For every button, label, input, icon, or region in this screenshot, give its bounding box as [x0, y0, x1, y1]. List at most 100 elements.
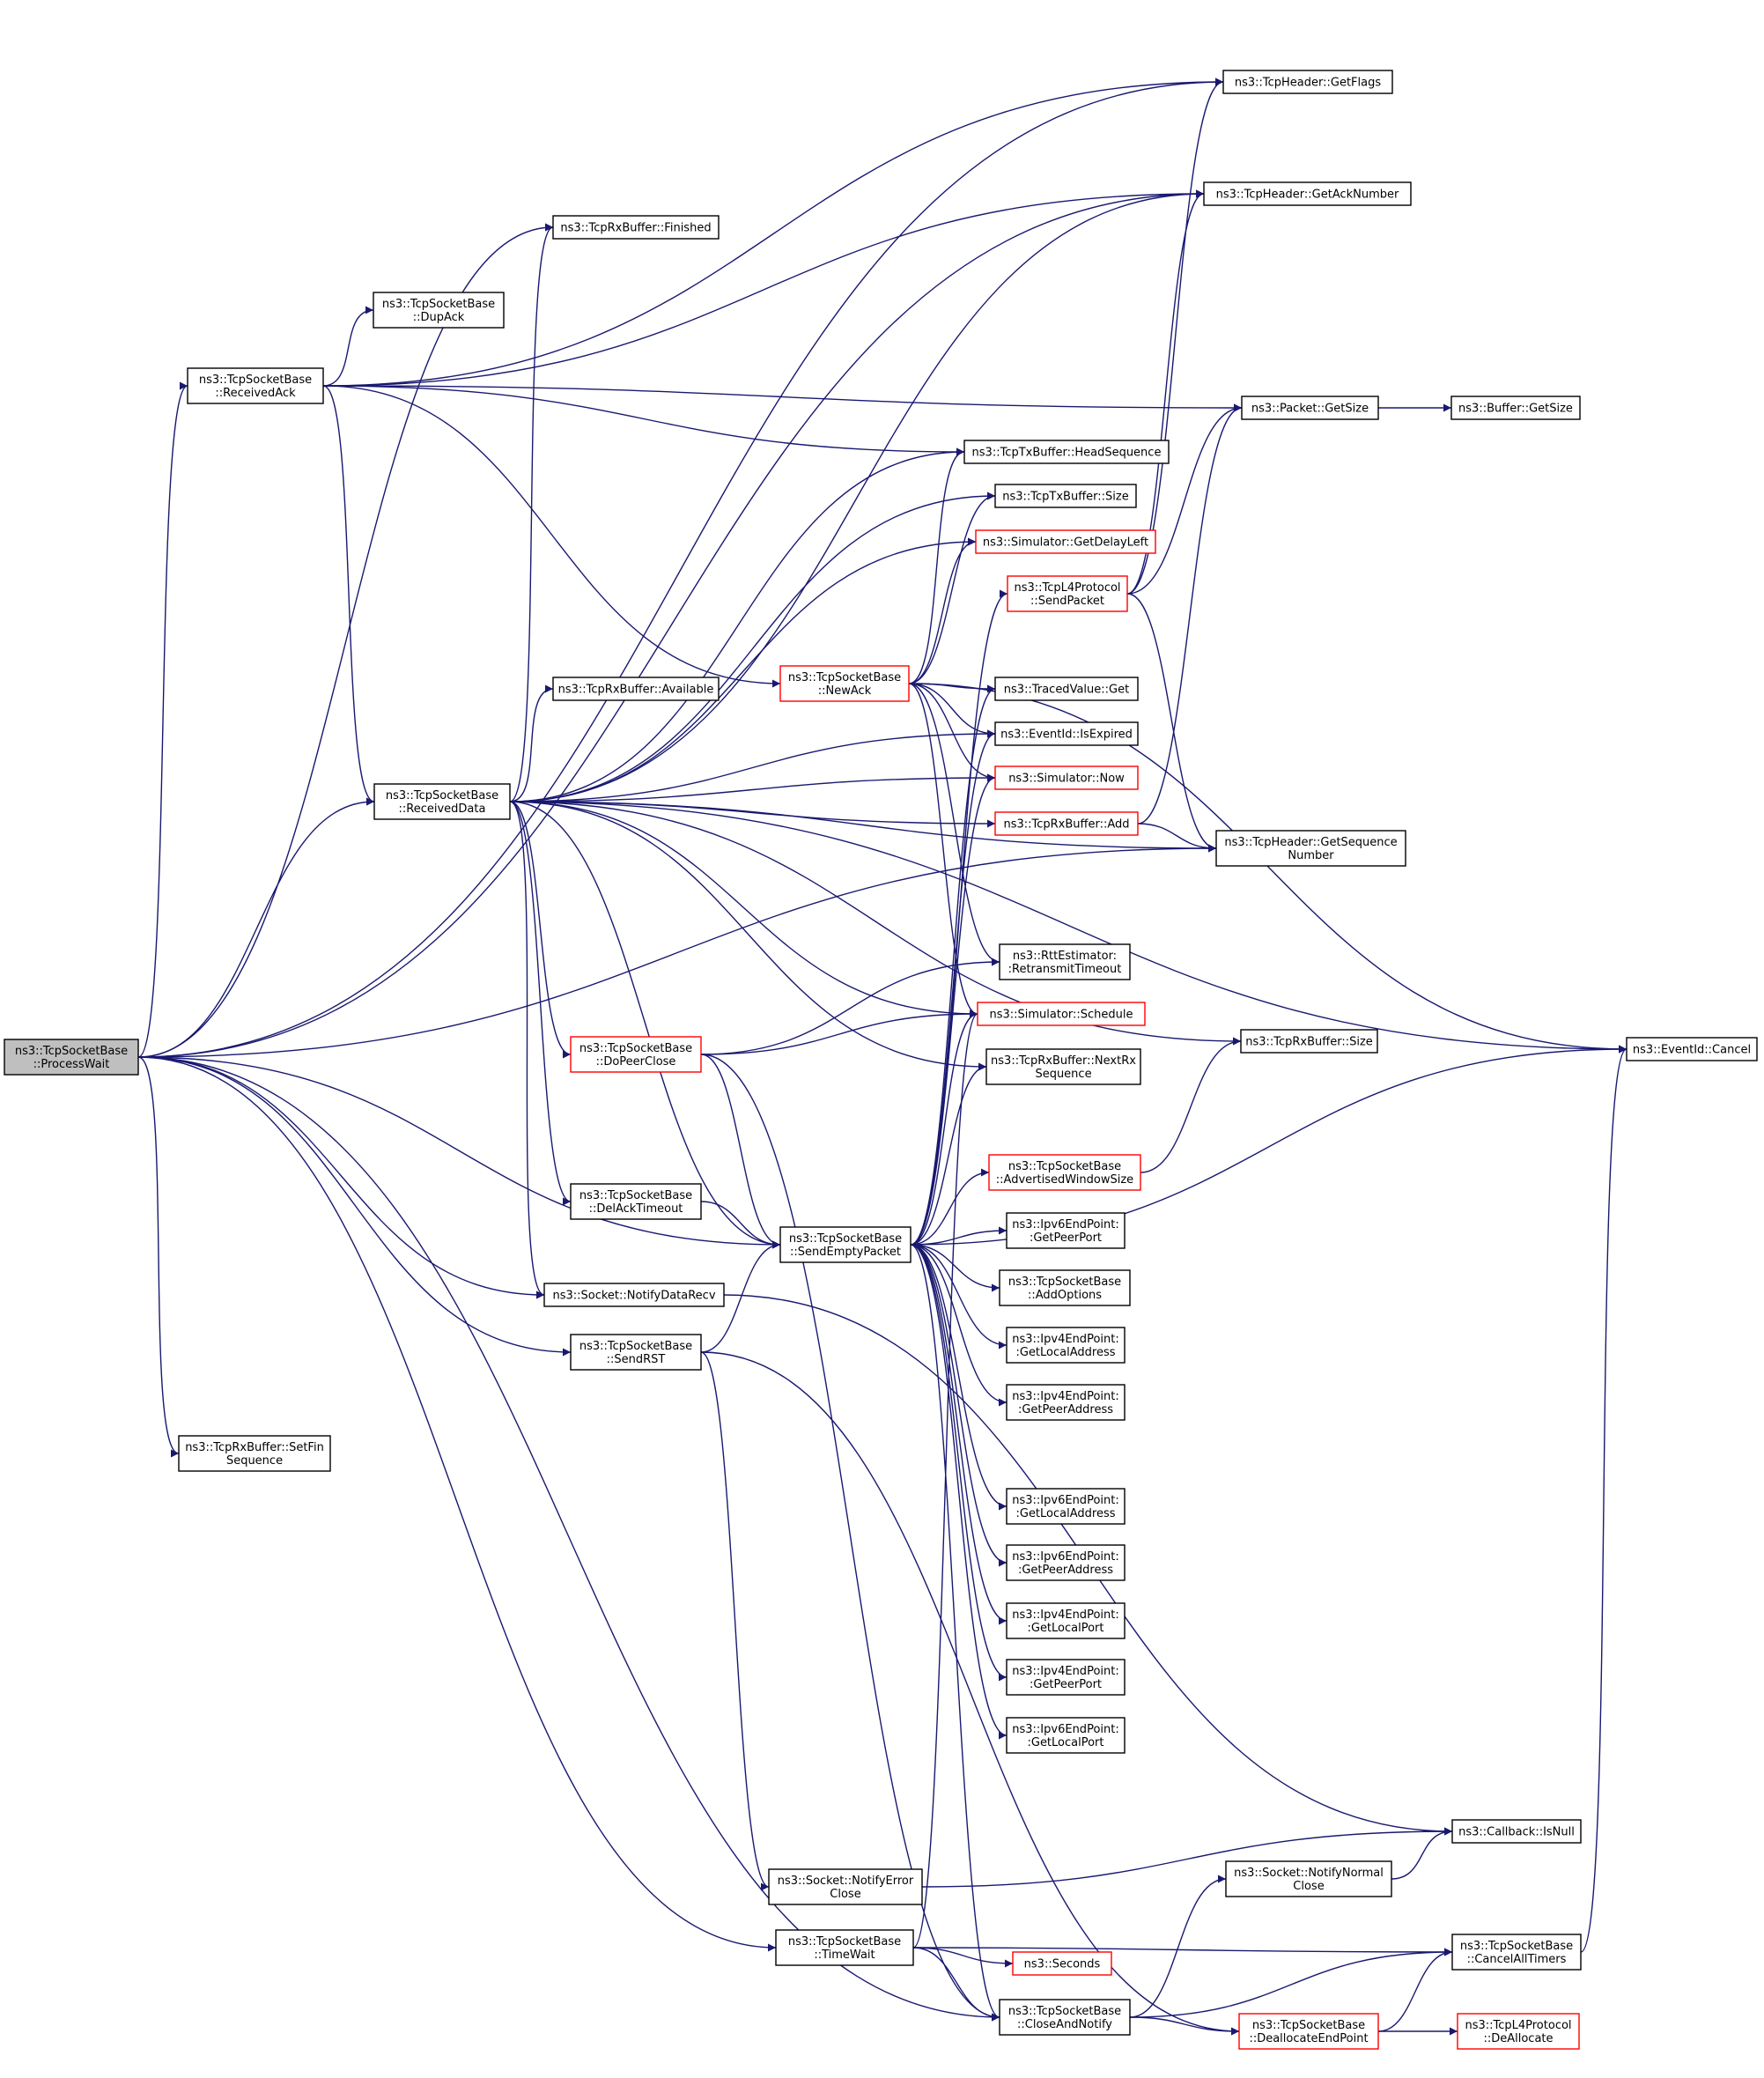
- node-box-packet-getsize[interactable]: [1241, 396, 1379, 420]
- node-box-tcpheader-getsequencenumber[interactable]: [1215, 830, 1406, 867]
- node-simulator-now[interactable]: ns3::Simulator::Now: [994, 765, 1139, 790]
- node-advertisedwindowsize[interactable]: ns3::TcpSocketBase::AdvertisedWindowSize: [988, 1154, 1141, 1191]
- node-box-tcpl4-deallocate[interactable]: [1457, 2013, 1580, 2050]
- node-tcpheader-getacknumber[interactable]: ns3::TcpHeader::GetAckNumber: [1203, 181, 1412, 206]
- node-packet-getsize[interactable]: ns3::Packet::GetSize: [1241, 396, 1379, 420]
- node-tcprxbuffer-finished[interactable]: ns3::TcpRxBuffer::Finished: [552, 215, 720, 240]
- node-tcprxbuffer-available[interactable]: ns3::TcpRxBuffer::Available: [552, 677, 720, 701]
- node-processwait[interactable]: ns3::TcpSocketBase::ProcessWait: [4, 1039, 139, 1076]
- node-receiveddata[interactable]: ns3::TcpSocketBase::ReceivedData: [373, 783, 511, 820]
- node-box-eventid-cancel[interactable]: [1626, 1037, 1758, 1061]
- node-box-tcprxbuffer-available[interactable]: [552, 677, 720, 701]
- node-simulator-getdelayleft[interactable]: ns3::Simulator::GetDelayLeft: [975, 529, 1156, 554]
- node-ipv6-getpeerport[interactable]: ns3::Ipv6EndPoint::GetPeerPort: [1006, 1212, 1126, 1249]
- node-box-ipv6-getlocalport[interactable]: [1006, 1717, 1126, 1754]
- node-newack[interactable]: ns3::TcpSocketBase::NewAck: [779, 665, 910, 702]
- node-box-processwait[interactable]: [4, 1039, 139, 1076]
- node-ipv4-getlocalport[interactable]: ns3::Ipv4EndPoint::GetLocalPort: [1006, 1602, 1126, 1639]
- node-box-socket-notifydatarecv[interactable]: [543, 1283, 725, 1307]
- node-box-sendemptypacket[interactable]: [779, 1226, 912, 1263]
- node-box-sendrst[interactable]: [570, 1334, 702, 1371]
- node-box-tcprxbuffer-finished[interactable]: [552, 215, 720, 240]
- node-box-receivedack[interactable]: [187, 367, 324, 404]
- node-box-simulator-schedule[interactable]: [977, 1002, 1146, 1026]
- node-simulator-schedule[interactable]: ns3::Simulator::Schedule: [977, 1002, 1146, 1026]
- node-callback-isnull[interactable]: ns3::Callback::IsNull: [1451, 1819, 1582, 1844]
- node-seconds[interactable]: ns3::Seconds: [1012, 1951, 1112, 1976]
- node-box-addoptions[interactable]: [999, 1269, 1131, 1306]
- node-box-callback-isnull[interactable]: [1451, 1819, 1582, 1844]
- node-tracedvalue-get[interactable]: ns3::TracedValue::Get: [994, 677, 1139, 701]
- node-socket-notifydatarecv[interactable]: ns3::Socket::NotifyDataRecv: [543, 1283, 725, 1307]
- node-sendemptypacket[interactable]: ns3::TcpSocketBase::SendEmptyPacket: [779, 1226, 912, 1263]
- node-box-tcptxbuffer-size[interactable]: [994, 484, 1137, 508]
- node-box-deallocateendpoint[interactable]: [1238, 2013, 1379, 2050]
- node-box-newack[interactable]: [779, 665, 910, 702]
- node-deallocateendpoint[interactable]: ns3::TcpSocketBase::DeallocateEndPoint: [1238, 2013, 1379, 2050]
- node-tcpheader-getflags[interactable]: ns3::TcpHeader::GetFlags: [1222, 70, 1393, 94]
- node-box-ipv4-getpeeraddress[interactable]: [1006, 1384, 1126, 1421]
- node-box-tcprxbuffer-size[interactable]: [1240, 1029, 1378, 1054]
- node-box-ipv6-getpeeraddress[interactable]: [1006, 1544, 1126, 1581]
- node-box-simulator-now[interactable]: [994, 765, 1139, 790]
- node-eventid-cancel[interactable]: ns3::EventId::Cancel: [1626, 1037, 1758, 1061]
- node-dopeerclose[interactable]: ns3::TcpSocketBase::DoPeerClose: [570, 1036, 702, 1073]
- node-box-buffer-getsize[interactable]: [1450, 396, 1581, 420]
- node-box-ipv4-getlocalport[interactable]: [1006, 1602, 1126, 1639]
- node-box-timewait[interactable]: [775, 1929, 914, 1966]
- node-box-eventid-isexpired[interactable]: [994, 721, 1139, 746]
- node-box-simulator-getdelayleft[interactable]: [975, 529, 1156, 554]
- node-closeandnotify[interactable]: ns3::TcpSocketBase::CloseAndNotify: [999, 1999, 1131, 2036]
- node-box-advertisedwindowsize[interactable]: [988, 1154, 1141, 1191]
- node-receivedack[interactable]: ns3::TcpSocketBase::ReceivedAck: [187, 367, 324, 404]
- node-box-socket-notifyerrorclose[interactable]: [768, 1868, 923, 1905]
- node-box-dupack[interactable]: [373, 292, 505, 329]
- node-box-closeandnotify[interactable]: [999, 1999, 1131, 2036]
- node-delacktimeout[interactable]: ns3::TcpSocketBase::DelAckTimeout: [570, 1183, 702, 1220]
- node-box-ipv6-getpeerport[interactable]: [1006, 1212, 1126, 1249]
- node-ipv6-getlocalport[interactable]: ns3::Ipv6EndPoint::GetLocalPort: [1006, 1717, 1126, 1754]
- node-tcptxbuffer-headsequence[interactable]: ns3::TcpTxBuffer::HeadSequence: [963, 440, 1170, 464]
- node-tcpl4-deallocate[interactable]: ns3::TcpL4Protocol::DeAllocate: [1457, 2013, 1580, 2050]
- node-box-ipv4-getlocaladdress[interactable]: [1006, 1327, 1126, 1364]
- node-addoptions[interactable]: ns3::TcpSocketBase::AddOptions: [999, 1269, 1131, 1306]
- node-box-seconds[interactable]: [1012, 1951, 1112, 1976]
- node-box-rttestimator-retransmittimeout[interactable]: [999, 943, 1131, 980]
- node-box-tcpheader-getacknumber[interactable]: [1203, 181, 1412, 206]
- node-box-tcprxbuffer-setfinsequence[interactable]: [178, 1435, 331, 1472]
- node-box-tcprxbuffer-add[interactable]: [994, 811, 1139, 836]
- node-dupack[interactable]: ns3::TcpSocketBase::DupAck: [373, 292, 505, 329]
- node-buffer-getsize[interactable]: ns3::Buffer::GetSize: [1450, 396, 1581, 420]
- node-sendrst[interactable]: ns3::TcpSocketBase::SendRST: [570, 1334, 702, 1371]
- node-box-cancelalltimers[interactable]: [1451, 1934, 1582, 1971]
- node-rttestimator-retransmittimeout[interactable]: ns3::RttEstimator::RetransmitTimeout: [999, 943, 1131, 980]
- node-ipv4-getpeeraddress[interactable]: ns3::Ipv4EndPoint::GetPeerAddress: [1006, 1384, 1126, 1421]
- node-ipv4-getpeerport[interactable]: ns3::Ipv4EndPoint::GetPeerPort: [1006, 1659, 1126, 1696]
- node-ipv4-getlocaladdress[interactable]: ns3::Ipv4EndPoint::GetLocalAddress: [1006, 1327, 1126, 1364]
- node-box-receiveddata[interactable]: [373, 783, 511, 820]
- node-tcprxbuffer-add[interactable]: ns3::TcpRxBuffer::Add: [994, 811, 1139, 836]
- node-box-tcptxbuffer-headsequence[interactable]: [963, 440, 1170, 464]
- node-tcptxbuffer-size[interactable]: ns3::TcpTxBuffer::Size: [994, 484, 1137, 508]
- node-box-socket-notifynormalclose[interactable]: [1225, 1860, 1392, 1897]
- node-box-tcprxbuffer-nextrxsequence[interactable]: [985, 1048, 1141, 1085]
- node-box-tcpl4-sendpacket[interactable]: [1007, 575, 1128, 612]
- node-ipv6-getpeeraddress[interactable]: ns3::Ipv6EndPoint::GetPeerAddress: [1006, 1544, 1126, 1581]
- node-eventid-isexpired[interactable]: ns3::EventId::IsExpired: [994, 721, 1139, 746]
- node-box-ipv4-getpeerport[interactable]: [1006, 1659, 1126, 1696]
- node-box-delacktimeout[interactable]: [570, 1183, 702, 1220]
- node-ipv6-getlocaladdress[interactable]: ns3::Ipv6EndPoint::GetLocalAddress: [1006, 1488, 1126, 1525]
- node-box-tcpheader-getflags[interactable]: [1222, 70, 1393, 94]
- node-box-ipv6-getlocaladdress[interactable]: [1006, 1488, 1126, 1525]
- node-tcprxbuffer-size[interactable]: ns3::TcpRxBuffer::Size: [1240, 1029, 1378, 1054]
- node-box-tracedvalue-get[interactable]: [994, 677, 1139, 701]
- node-box-dopeerclose[interactable]: [570, 1036, 702, 1073]
- node-timewait[interactable]: ns3::TcpSocketBase::TimeWait: [775, 1929, 914, 1966]
- node-cancelalltimers[interactable]: ns3::TcpSocketBase::CancelAllTimers: [1451, 1934, 1582, 1971]
- node-tcpl4-sendpacket[interactable]: ns3::TcpL4Protocol::SendPacket: [1007, 575, 1128, 612]
